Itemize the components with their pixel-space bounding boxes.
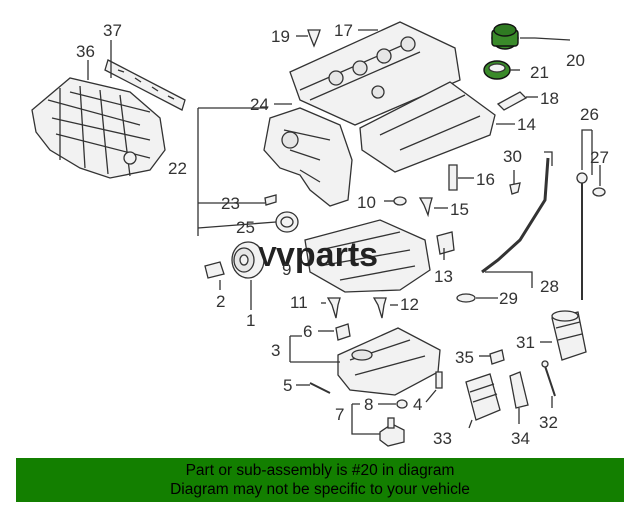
callout-13: 13 bbox=[434, 267, 453, 286]
callout-17: 17 bbox=[334, 21, 353, 40]
callout-27: 27 bbox=[590, 148, 609, 167]
callout-30: 30 bbox=[503, 147, 522, 166]
bracket-18 bbox=[496, 91, 528, 111]
timing-cover bbox=[263, 107, 353, 207]
banner-line-1: Part or sub-assembly is #20 in diagram bbox=[185, 462, 455, 479]
callout-33: 33 bbox=[433, 429, 452, 448]
callout-23: 23 bbox=[221, 194, 240, 213]
bolts bbox=[204, 29, 521, 409]
callout-28: 28 bbox=[540, 277, 559, 296]
callout-9: 9 bbox=[282, 260, 291, 279]
engine-cover bbox=[359, 81, 496, 173]
brand-watermark: V vparts bbox=[258, 236, 378, 274]
oil-filler-cap bbox=[491, 23, 519, 50]
callout-25: 25 bbox=[236, 218, 255, 237]
callout-4: 4 bbox=[413, 395, 422, 414]
callout-7: 7 bbox=[335, 405, 344, 424]
callout-34: 34 bbox=[511, 429, 530, 448]
callout-36: 36 bbox=[76, 42, 95, 61]
callout-32: 32 bbox=[539, 413, 558, 432]
brand-name: vparts bbox=[276, 236, 378, 274]
callout-16: 16 bbox=[476, 170, 495, 189]
seal-25 bbox=[275, 211, 299, 233]
callout-5: 5 bbox=[283, 376, 292, 395]
valve-cover bbox=[289, 21, 461, 126]
info-banner: Part or sub-assembly is #20 in diagram D… bbox=[16, 458, 624, 502]
dipstick bbox=[576, 172, 606, 300]
sensor-32 bbox=[541, 360, 556, 397]
callout-22: 22 bbox=[168, 159, 187, 178]
callout-20: 20 bbox=[566, 51, 585, 70]
banner-line-2: Diagram may not be specific to your vehi… bbox=[170, 481, 470, 498]
crankshaft-pulley bbox=[231, 241, 265, 279]
callout-8: 8 bbox=[364, 395, 373, 414]
oil-filter bbox=[551, 310, 587, 361]
callout-3: 3 bbox=[271, 341, 280, 360]
bracket-34 bbox=[509, 371, 529, 409]
lower-oil-pan bbox=[337, 327, 441, 396]
brand-mark: V bbox=[258, 241, 277, 272]
mount-7 bbox=[379, 417, 405, 447]
callout-1: 1 bbox=[246, 311, 255, 330]
callout-19: 19 bbox=[271, 27, 290, 46]
callout-11: 11 bbox=[290, 293, 308, 312]
callout-29: 29 bbox=[499, 289, 518, 308]
callout-31: 31 bbox=[516, 333, 535, 352]
callout-35: 35 bbox=[455, 348, 474, 367]
callout-12: 12 bbox=[400, 295, 419, 314]
callout-15: 15 bbox=[450, 200, 469, 219]
intake-gasket bbox=[104, 59, 186, 111]
callout-14: 14 bbox=[517, 115, 536, 134]
callout-labels: 37 36 19 17 20 21 24 18 14 26 22 30 27 1… bbox=[76, 21, 609, 448]
callout-24: 24 bbox=[250, 95, 269, 114]
callout-10: 10 bbox=[357, 193, 376, 212]
callout-26: 26 bbox=[580, 105, 599, 124]
upper-oil-pan bbox=[304, 219, 431, 293]
filler-cap-seal bbox=[483, 60, 511, 80]
leader-lines bbox=[87, 29, 601, 435]
intake-manifold bbox=[31, 77, 166, 179]
callout-6: 6 bbox=[303, 322, 312, 341]
callout-2: 2 bbox=[216, 292, 225, 311]
callout-18: 18 bbox=[540, 89, 559, 108]
callout-21: 21 bbox=[530, 63, 549, 82]
oil-cooler bbox=[465, 373, 501, 421]
dipstick-tube bbox=[456, 151, 553, 303]
callout-37: 37 bbox=[103, 21, 122, 40]
parts-diagram: V vparts 37 bbox=[31, 21, 609, 448]
